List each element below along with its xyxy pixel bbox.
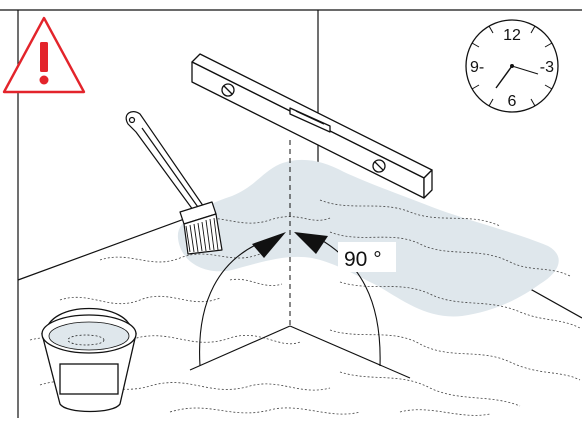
spirit-level-icon: [191, 53, 433, 199]
left-arc: [199, 241, 263, 367]
angle-label: 90 °: [344, 248, 382, 271]
right-arc: [317, 237, 381, 367]
right-arrow: [294, 232, 328, 254]
angle-label-bg: [338, 242, 396, 272]
clock-tick-8: [471, 84, 480, 90]
clock-hour-hand: [495, 65, 513, 89]
clock-numeral-9: 9-: [470, 59, 484, 76]
clock-tick-4: [544, 84, 553, 90]
clock-tick-1: [530, 25, 536, 34]
clock-icon: 12 -3 6 9-: [465, 19, 559, 113]
clock-tick-11: [488, 25, 494, 34]
clock-numeral-6: 6: [508, 93, 517, 110]
water-puddle: [177, 159, 559, 317]
right-angle-arcs: [199, 237, 381, 367]
floor-corner-lines: [189, 325, 411, 379]
clock-tick-2: [544, 42, 553, 48]
clock-tick-10: [471, 42, 480, 48]
clock-numeral-3: -3: [540, 59, 554, 76]
bucket-icon: [41, 308, 137, 413]
floor-corner-right: [289, 325, 411, 379]
left-arrow: [252, 232, 286, 258]
clock-tick-5: [530, 98, 536, 107]
warning-icon: [2, 16, 86, 94]
clock-tick-7: [488, 98, 494, 107]
clock-minute-hand: [511, 65, 539, 75]
floor-corner-left: [189, 325, 291, 371]
clock-center: [510, 64, 514, 68]
clock-numeral-12: 12: [503, 27, 521, 44]
brush-icon: [125, 111, 223, 255]
